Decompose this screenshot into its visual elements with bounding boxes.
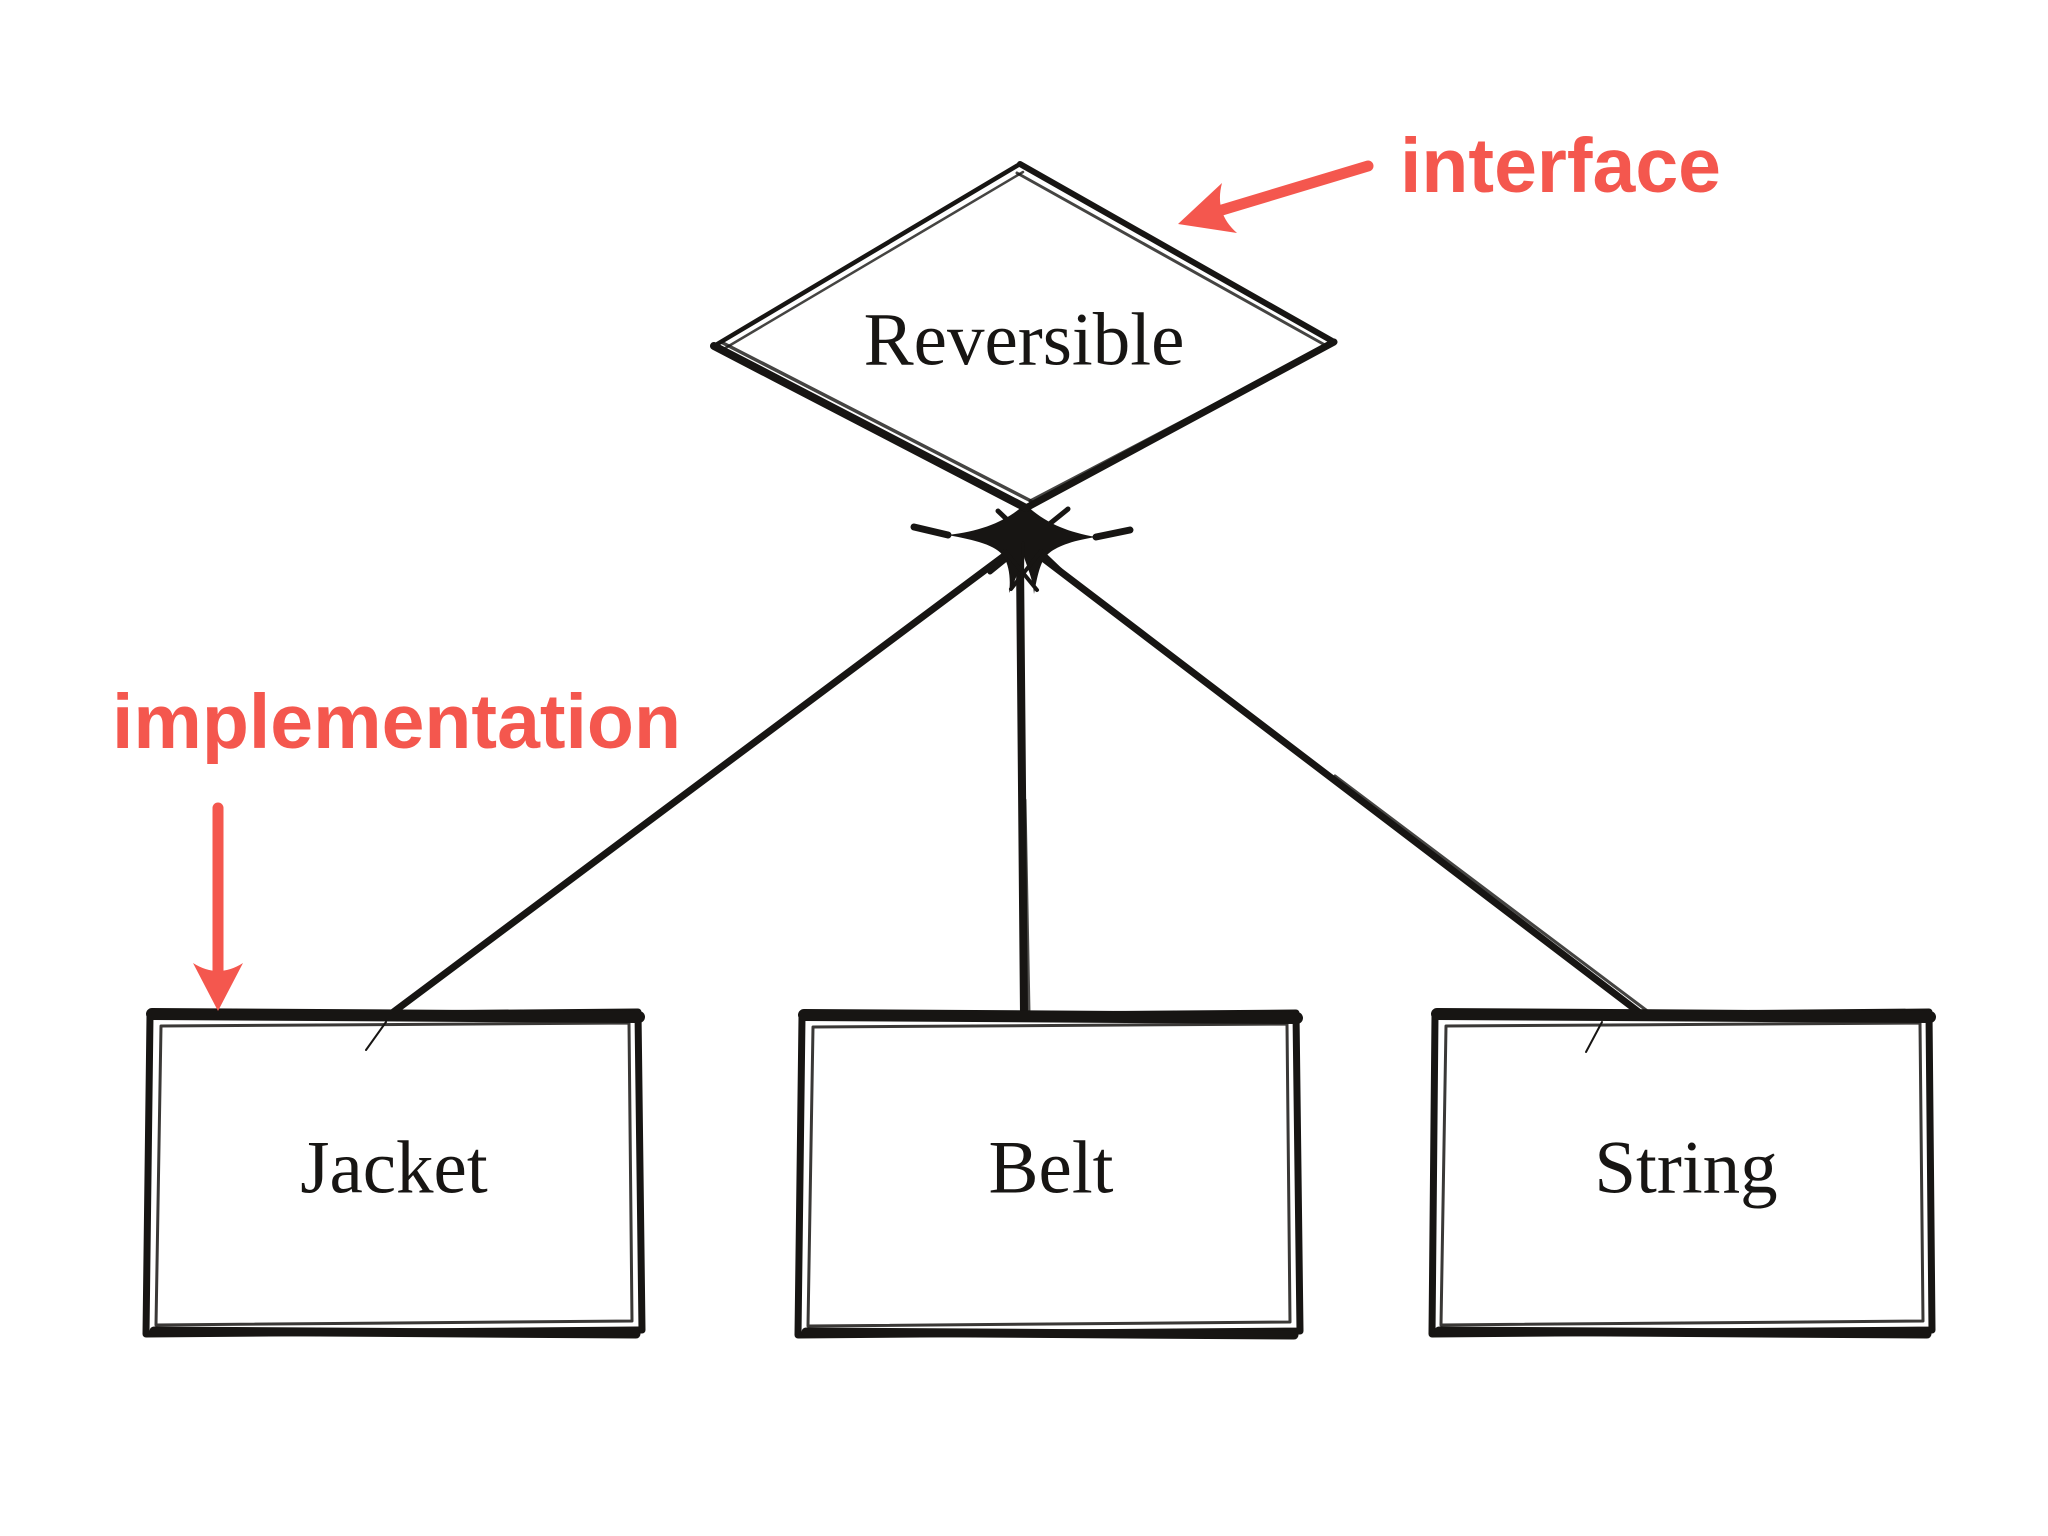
implementation-annotation-label: implementation <box>112 679 681 765</box>
realization-arrowhead <box>910 504 1134 602</box>
edge-jacket-to-reversible <box>365 549 1012 1051</box>
implementation-annotation: implementation <box>112 679 681 1011</box>
belt-node-label: Belt <box>989 1127 1114 1210</box>
interface-node-label: Reversible <box>864 299 1185 382</box>
interface-arrow-shaft <box>1206 160 1374 219</box>
implementation-node-string: String <box>1428 1008 1936 1339</box>
interface-annotation: interface <box>1178 123 1721 233</box>
implementation-arrowhead-icon <box>193 963 243 1011</box>
interface-arrowhead-icon <box>1178 183 1237 233</box>
implementation-node-belt: Belt <box>794 1009 1304 1340</box>
interface-annotation-label: interface <box>1400 123 1721 209</box>
jacket-node-label: Jacket <box>300 1127 488 1210</box>
edge-belt-to-reversible <box>1016 556 1031 1019</box>
string-node-label: String <box>1594 1127 1777 1210</box>
interface-node-diamond: Reversible <box>710 161 1338 512</box>
implementation-node-jacket: Jacket <box>142 1008 646 1339</box>
edge-string-to-reversible <box>1036 552 1652 1053</box>
